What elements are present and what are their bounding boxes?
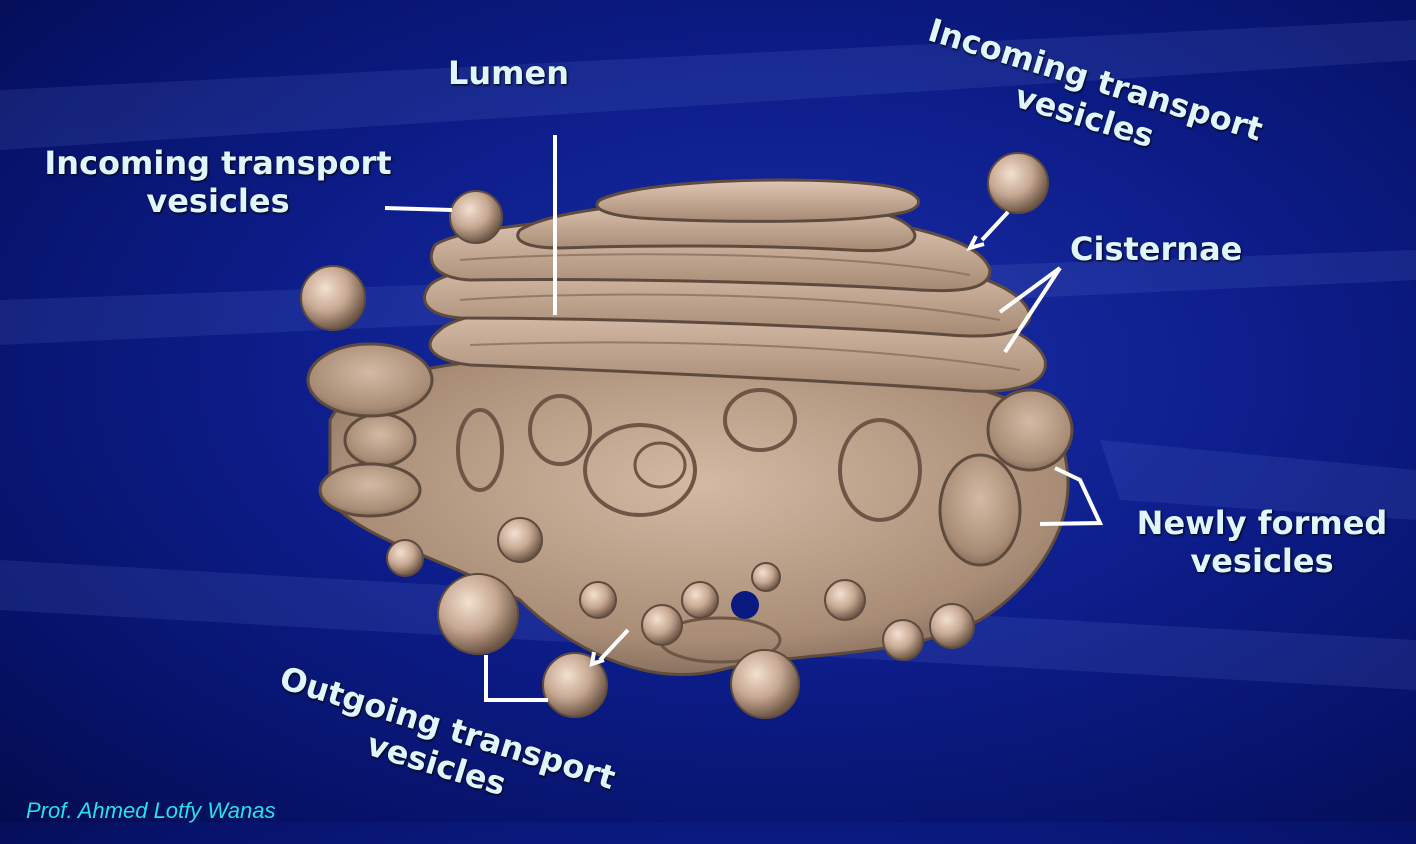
outgoing-pointer [486,655,548,700]
label-lumen: Lumen [448,54,569,92]
cisternae-stack [425,180,1046,391]
label-incoming-left-line1: Incoming transport [8,144,428,182]
author-credit: Prof. Ahmed Lotfy Wanas [26,798,275,824]
label-incoming-left: Incoming transport vesicles [8,144,428,220]
label-newly-formed-line2: vesicles [1112,542,1412,580]
label-cisternae: Cisternae [1070,230,1242,268]
label-newly-formed-line1: Newly formed [1112,504,1412,542]
label-incoming-left-line2: vesicles [8,182,428,220]
label-newly-formed: Newly formed vesicles [1112,504,1412,580]
label-lumen-text: Lumen [448,54,569,92]
label-cisternae-text: Cisternae [1070,230,1242,268]
incoming-right-arrow [982,212,1008,240]
